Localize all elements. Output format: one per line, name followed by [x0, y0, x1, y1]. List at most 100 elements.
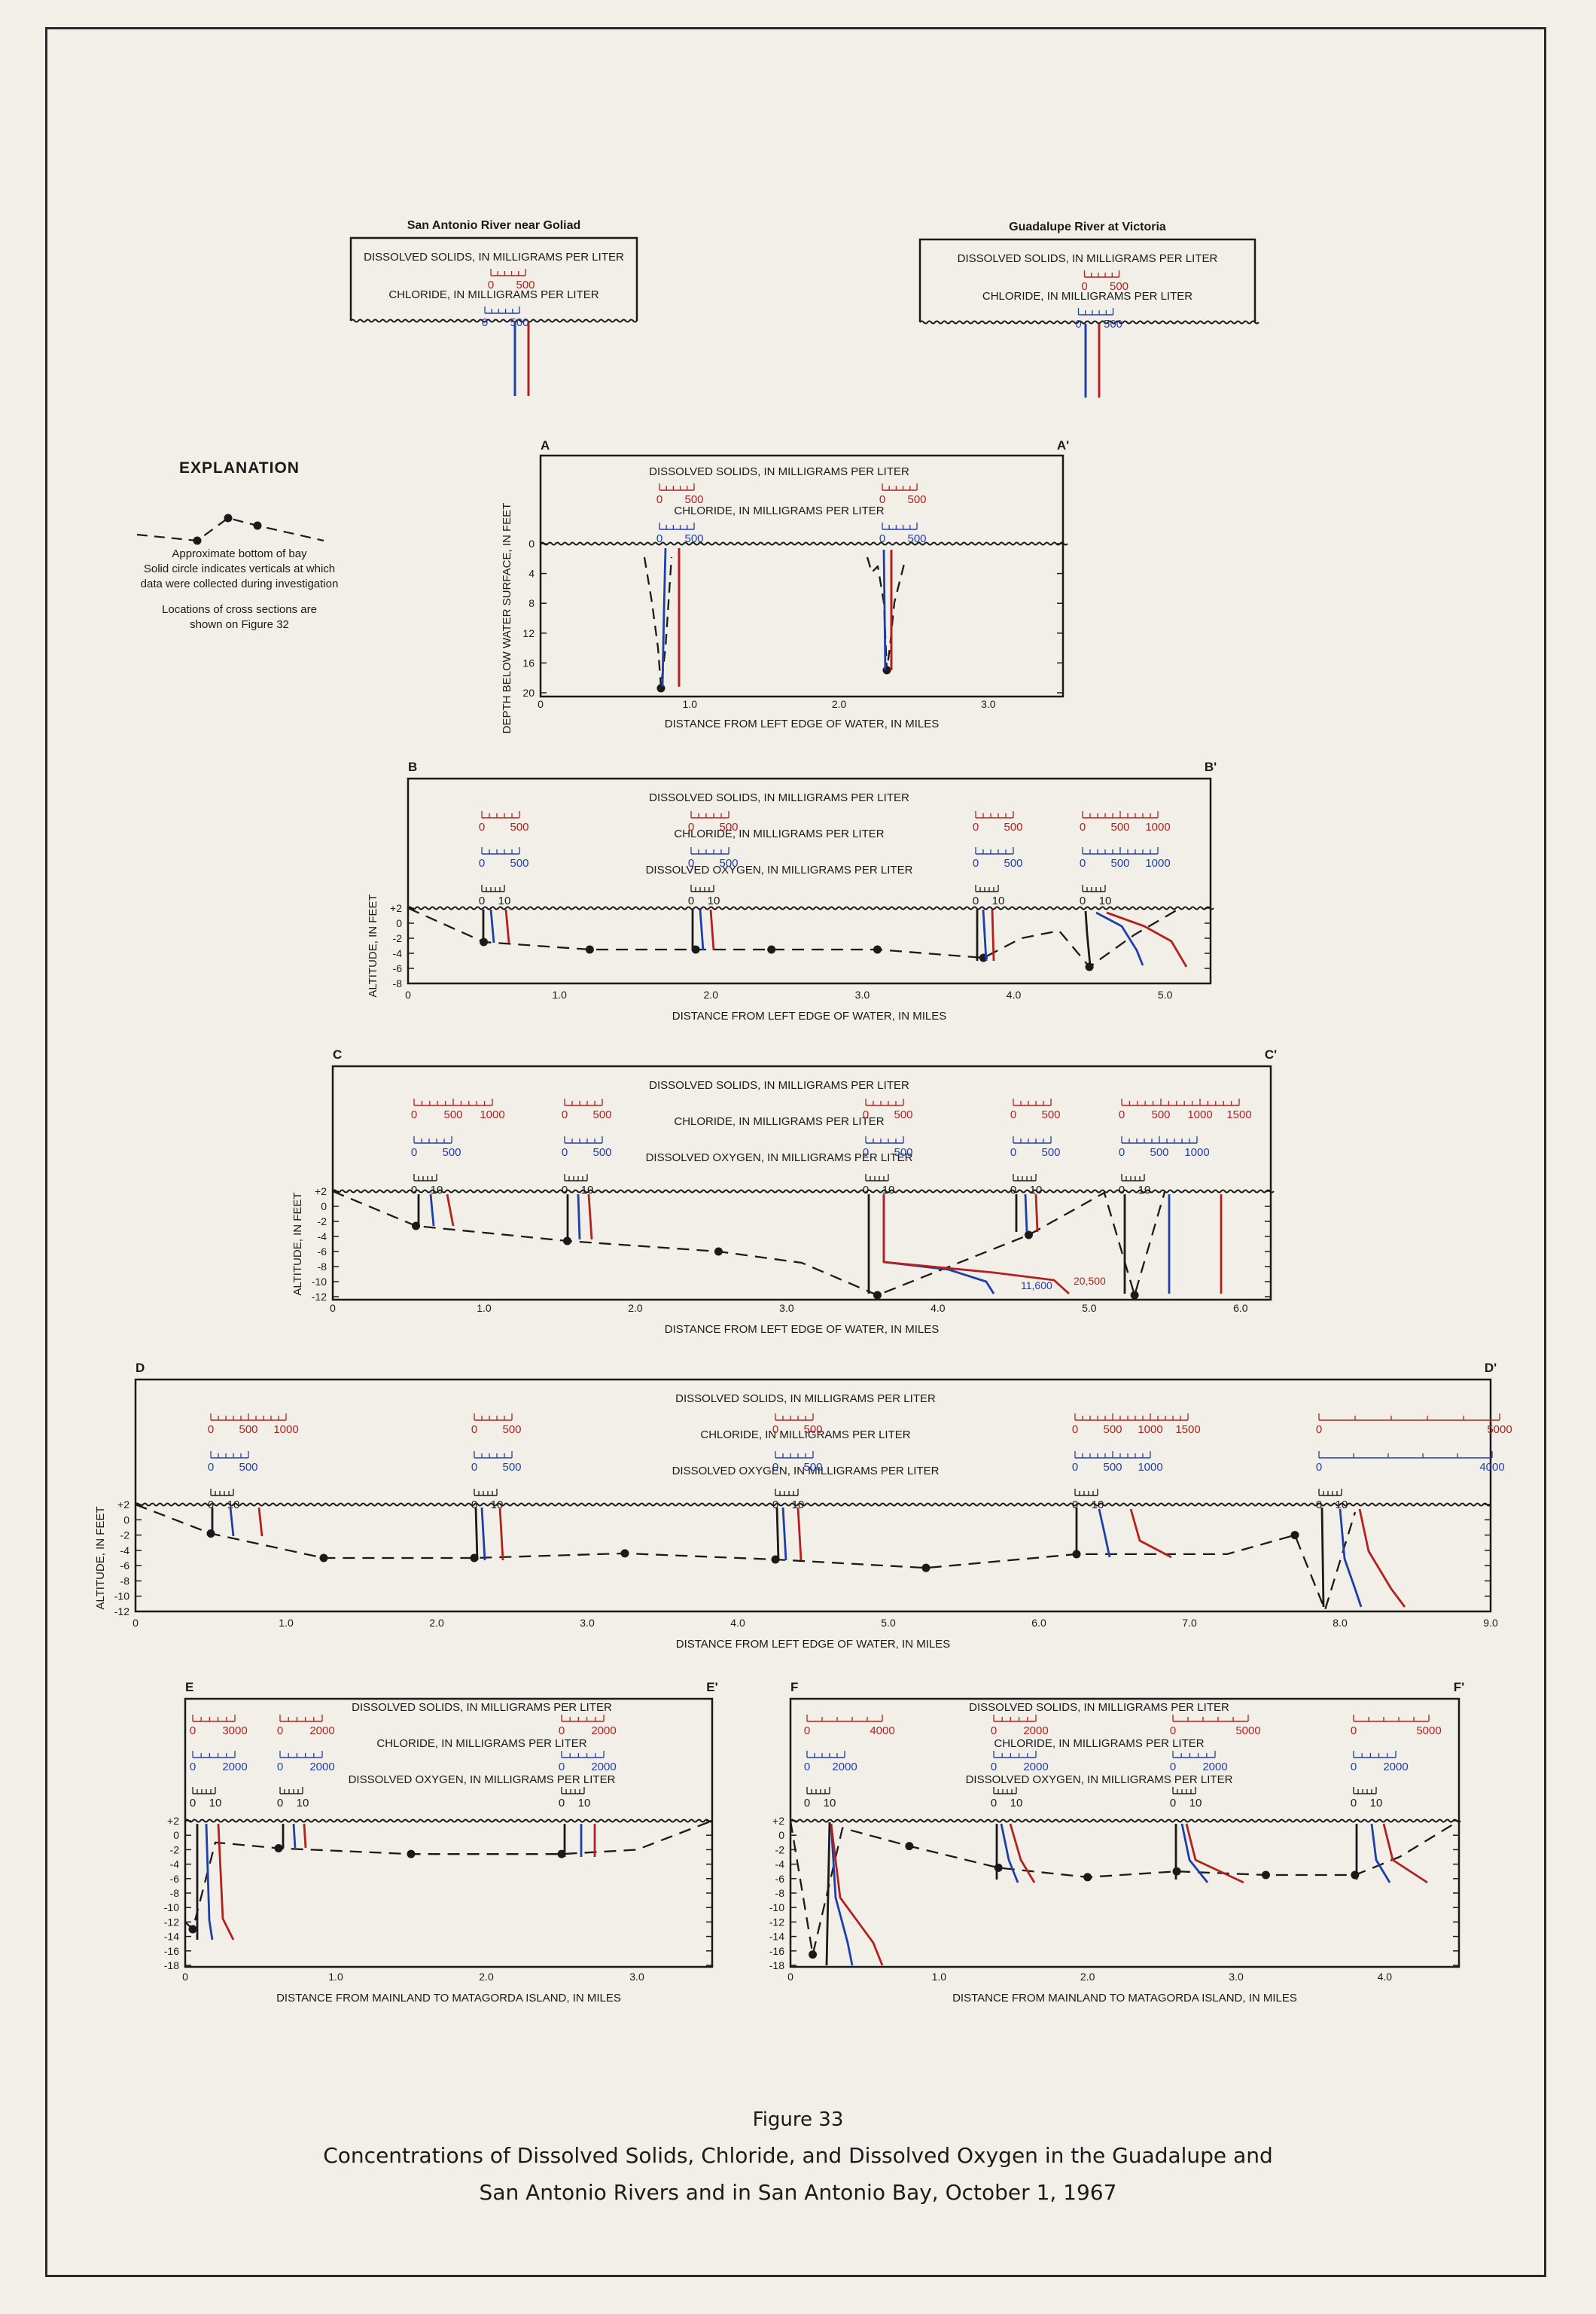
CC-do-scale-label: 10: [1138, 1184, 1151, 1197]
FF-cl-scale-label: 2000: [1023, 1761, 1048, 1773]
DD-ds-scale-label: 1500: [1175, 1423, 1200, 1436]
EE-do-scale-label: 10: [297, 1797, 309, 1809]
BB-cl-scale-label: 0: [973, 857, 979, 870]
AA-water-surface: [540, 541, 1068, 546]
DD-ds-scale-label: 0: [208, 1423, 214, 1436]
AA-ytick-label: 0: [528, 538, 535, 550]
EE-ds-scale-label: 3000: [222, 1724, 247, 1737]
victoria-cl-scale-label: 500: [1104, 318, 1122, 331]
CC-cl-scale-label: 0: [411, 1146, 417, 1159]
explanation-line: shown on Figure 32: [190, 618, 289, 631]
EE-ytick-label: 0: [173, 1829, 179, 1841]
FF-ds-scale-label: 0: [991, 1724, 997, 1737]
AA-xlabel: DISTANCE FROM LEFT EDGE OF WATER, IN MIL…: [665, 718, 939, 730]
FF-ytick-label: -10: [769, 1901, 784, 1913]
DD-xtick-label: 3.0: [580, 1617, 595, 1629]
CC-do-scale-label: 10: [431, 1184, 443, 1197]
CC-vertical-dot: [1130, 1291, 1139, 1300]
CC-ds-scale-label: 500: [443, 1108, 462, 1121]
EE-ds-scale-label: 2000: [591, 1724, 616, 1737]
DD-xtick-label: 0: [132, 1617, 139, 1629]
EE-xtick-label: 0: [182, 1971, 188, 1983]
CC-do-scale-label: 10: [1030, 1184, 1043, 1197]
EE-ds-scale-label: 0: [277, 1724, 283, 1737]
DD-do-profile: [775, 1507, 780, 1561]
victoria-ds-label: DISSOLVED SOLIDS, IN MILLIGRAMS PER LITE…: [958, 252, 1218, 265]
EE-end-label: E': [706, 1680, 717, 1694]
BB-bay-bottom: [407, 907, 1181, 968]
CC-cl-scale-label: 0: [1010, 1146, 1016, 1159]
DD-vertical-dot: [206, 1529, 215, 1538]
CC-ds-scale-label: 1500: [1226, 1108, 1251, 1121]
BB-cl-profile: [1095, 911, 1144, 966]
AA-xtick-label: 2.0: [832, 698, 847, 710]
CC-do-label: DISSOLVED OXYGEN, IN MILLIGRAMS PER LITE…: [646, 1151, 913, 1164]
CC-xtick-label: 3.0: [779, 1302, 794, 1314]
DD-xtick-label: 6.0: [1031, 1617, 1046, 1629]
FF-xlabel: DISTANCE FROM MAINLAND TO MATAGORDA ISLA…: [952, 1992, 1297, 2005]
DD-do-scale-label: 10: [1092, 1498, 1104, 1511]
EE-ds-scale-label: 2000: [309, 1724, 334, 1737]
CC-ds-scale-label: 500: [894, 1108, 912, 1121]
EE-cl-label: CHLORIDE, IN MILLIGRAMS PER LITER: [376, 1737, 586, 1750]
BB-cl-scale-label: 500: [719, 857, 738, 870]
BB-cl-profile: [982, 909, 988, 962]
CC-ytick-label: -4: [318, 1230, 327, 1242]
DD-cl-profile: [229, 1507, 235, 1537]
BB-cl-scale-label: 500: [1004, 857, 1022, 870]
CC-ytick-label: -10: [312, 1276, 327, 1288]
FF-ytick-label: -14: [769, 1931, 784, 1943]
FF-xtick-label: 0: [787, 1971, 793, 1983]
EE-vertical-dot: [274, 1843, 283, 1852]
CC-vertical-dot: [1024, 1230, 1033, 1239]
victoria-cl-label: CHLORIDE, IN MILLIGRAMS PER LITER: [982, 290, 1192, 303]
BB-ds-scale-label: 500: [719, 821, 738, 834]
CC-xtick-label: 5.0: [1082, 1302, 1097, 1314]
EE-ytick-label: -10: [164, 1901, 179, 1913]
BB-ytick-label: +2: [390, 902, 402, 914]
DD-cl-scale-label: 0: [471, 1461, 477, 1474]
FF-ytick-label: -8: [775, 1887, 785, 1899]
DD-do-scale-label: 0: [772, 1498, 778, 1511]
BB-water-surface: [407, 906, 1214, 910]
DD-do-scale-label: 0: [471, 1498, 477, 1511]
BB-xtick-label: 3.0: [855, 989, 870, 1001]
AA-cl-scale-label: 500: [684, 532, 703, 545]
AA-ds-scale-label: 0: [656, 493, 662, 506]
CC-vertical-dot: [714, 1247, 723, 1256]
BB-ds-profile: [991, 909, 995, 962]
DD-ytick-label: -8: [120, 1575, 130, 1587]
BB-vertical-dot: [767, 945, 776, 954]
FF-cl-scale-label: 0: [804, 1761, 810, 1773]
DD-vertical-dot: [319, 1553, 328, 1562]
FF-do-scale-label: 10: [1370, 1797, 1383, 1809]
CC-ds-scale-label: 500: [592, 1108, 611, 1121]
BB-vertical-dot: [585, 945, 594, 954]
BB-cl-scale-label: 1000: [1145, 857, 1170, 870]
FF-ytick-label: -12: [769, 1916, 784, 1928]
CC-annotation: 11,600: [1021, 1279, 1052, 1291]
CC-cl-profile: [429, 1194, 435, 1227]
BB-ds-scale-label: 0: [479, 821, 485, 834]
AA-frame: [539, 454, 1065, 698]
FF-ytick-label: +2: [772, 1815, 784, 1827]
DD-cl-scale-label: 0: [208, 1461, 214, 1474]
FF-do-profile: [825, 1822, 831, 1966]
DD-ds-scale-label: 0: [772, 1423, 778, 1436]
BB-ds-profile: [1106, 911, 1188, 968]
EE-cl-profile: [205, 1823, 214, 1941]
BB-vertical-dot: [1085, 962, 1094, 971]
BB-ytick-label: 0: [396, 917, 402, 929]
AA-vertical-dot: [656, 684, 666, 693]
EE-ds-scale-label: 0: [190, 1724, 196, 1737]
figure-caption-line-2: San Antonio Rivers and in San Antonio Ba…: [479, 2180, 1117, 2205]
FF-xtick-label: 1.0: [932, 1971, 947, 1983]
DD-cl-profile: [480, 1507, 486, 1561]
BB-do-scale-label: 10: [498, 895, 511, 907]
BB-ytick-label: -8: [393, 977, 403, 989]
CC-do-scale-label: 0: [1010, 1184, 1016, 1197]
CC-do-scale-label: 0: [1119, 1184, 1125, 1197]
DD-ds-profile: [498, 1507, 504, 1561]
CC-ds-scale-label: 0: [863, 1108, 869, 1121]
FF-vertical-dot: [1351, 1870, 1360, 1880]
